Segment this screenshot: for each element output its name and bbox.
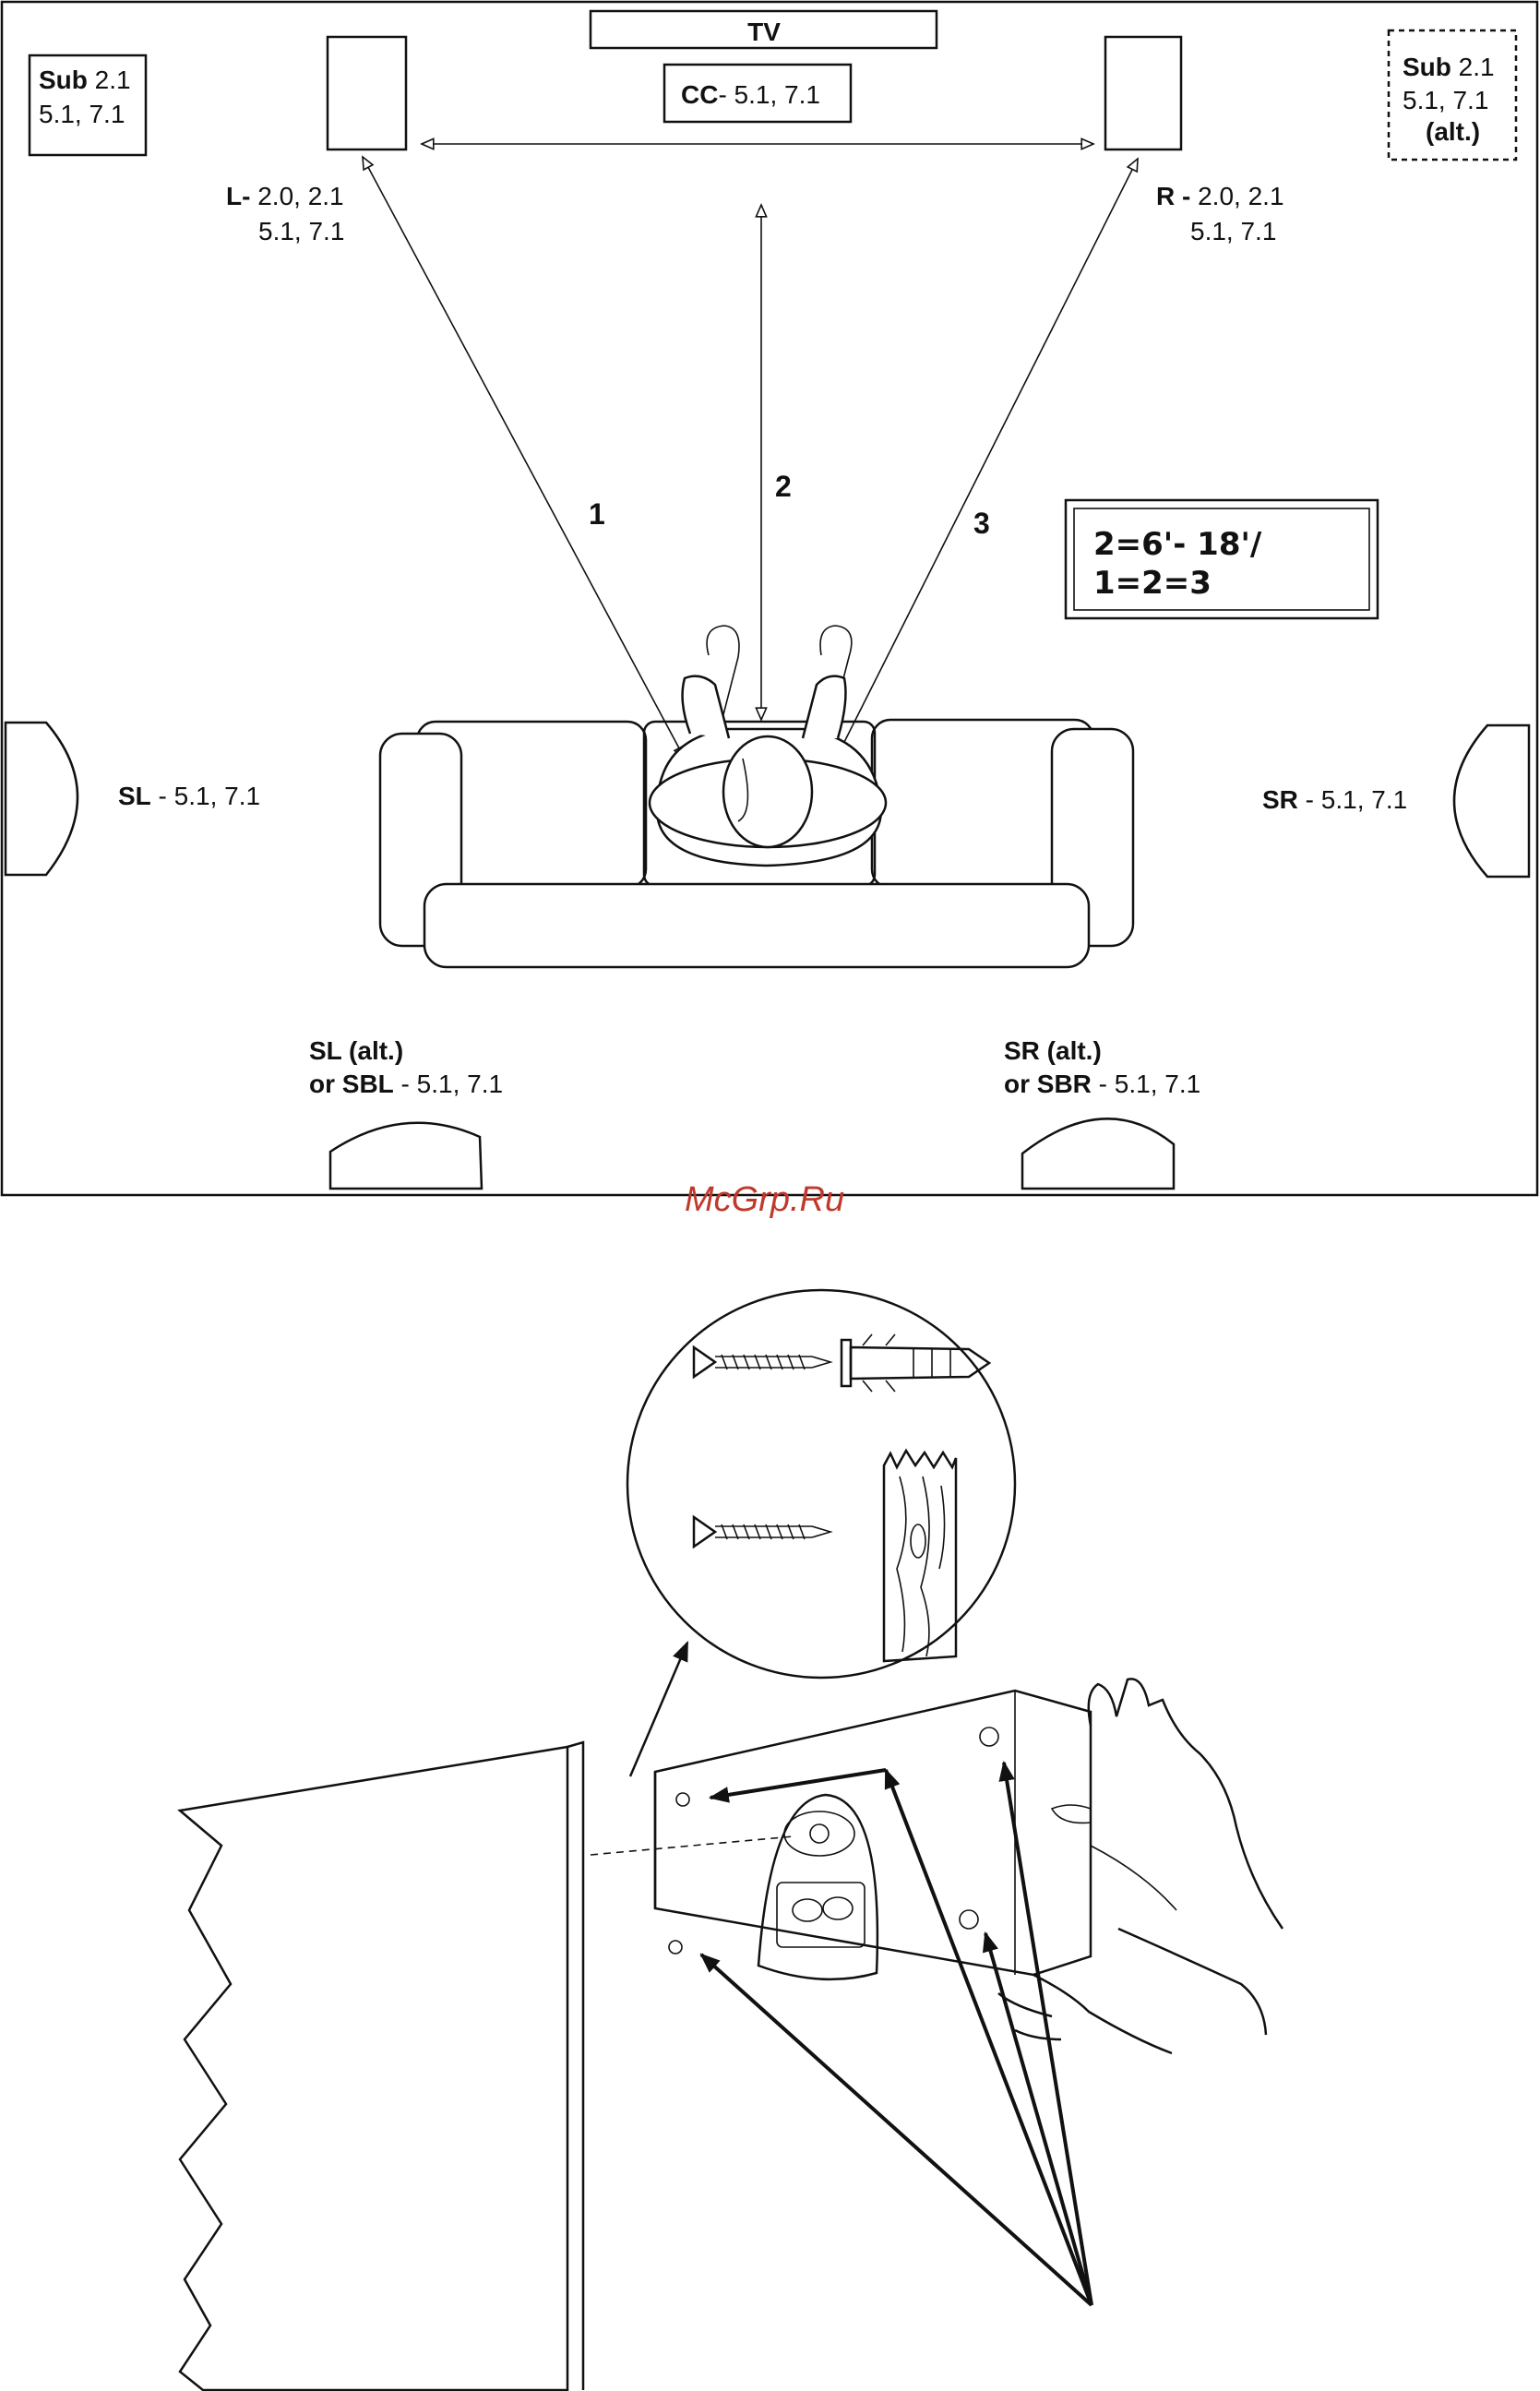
front-right-speaker-icon (1105, 37, 1181, 149)
distance-label-3: 3 (973, 507, 990, 540)
distance-line-1 (363, 157, 685, 759)
surround-left-speaker-icon (6, 723, 78, 875)
front-left-configs: 5.1, 7.1 (258, 217, 344, 245)
surround-back-right-line2: or SBR - 5.1, 7.1 (1004, 1070, 1200, 1098)
surround-right-speaker-icon (1454, 725, 1529, 877)
screw-icon (694, 1517, 830, 1547)
room-outline (2, 2, 1537, 1195)
surround-back-right-speaker-icon (1022, 1118, 1174, 1189)
detail-pointer-arrow (630, 1643, 687, 1776)
tv-label: TV (747, 18, 781, 46)
sub-right-configs: 5.1, 7.1 (1403, 86, 1488, 114)
distance-label-2: 2 (775, 470, 792, 503)
screw-icon (694, 1347, 830, 1377)
sub-right-label: Sub 2.1 (1403, 53, 1495, 81)
sub-left-configs: 5.1, 7.1 (39, 100, 125, 128)
distance-rule-line2: 1=2=3 (1093, 565, 1212, 602)
surround-back-left-speaker-icon (330, 1123, 482, 1189)
room-layout-diagram: TV CC- 5.1, 7.1 Sub 2.1 5.1, 7.1 Sub 2.1… (2, 2, 1537, 1195)
surround-back-left-line1: SL (alt.) (309, 1036, 403, 1065)
speaker-back-icon (655, 1691, 1091, 1979)
wall-anchor-icon (842, 1334, 989, 1392)
front-left-speaker-icon (328, 37, 406, 149)
center-speaker-label: CC- 5.1, 7.1 (681, 80, 820, 109)
surround-left-label: SL - 5.1, 7.1 (118, 782, 260, 810)
wall-mount-illustration (180, 1290, 1283, 2390)
surround-back-left-line2: or SBL - 5.1, 7.1 (309, 1070, 503, 1098)
distance-line-3 (837, 159, 1138, 757)
wall-icon (180, 1742, 583, 2390)
surround-right-label: SR - 5.1, 7.1 (1262, 785, 1407, 814)
front-right-label: R - 2.0, 2.1 (1156, 182, 1284, 210)
watermark: McGrp.Ru (685, 1180, 844, 1219)
mounting-hole-pointer-arrows (701, 1763, 1092, 2305)
mount-alignment-dashed-line (591, 1836, 794, 1855)
distance-rule-line1: 2=6'- 18'/ (1093, 526, 1262, 563)
distance-label-1: 1 (589, 497, 605, 531)
wood-stud-icon (884, 1451, 956, 1661)
listener-icon (650, 626, 886, 866)
front-left-label: L- 2.0, 2.1 (226, 182, 344, 210)
front-right-configs: 5.1, 7.1 (1190, 217, 1276, 245)
sub-right-alt-note: (alt.) (1426, 117, 1480, 146)
sub-left-label: Sub 2.1 (39, 66, 131, 94)
surround-back-right-line1: SR (alt.) (1004, 1036, 1102, 1065)
